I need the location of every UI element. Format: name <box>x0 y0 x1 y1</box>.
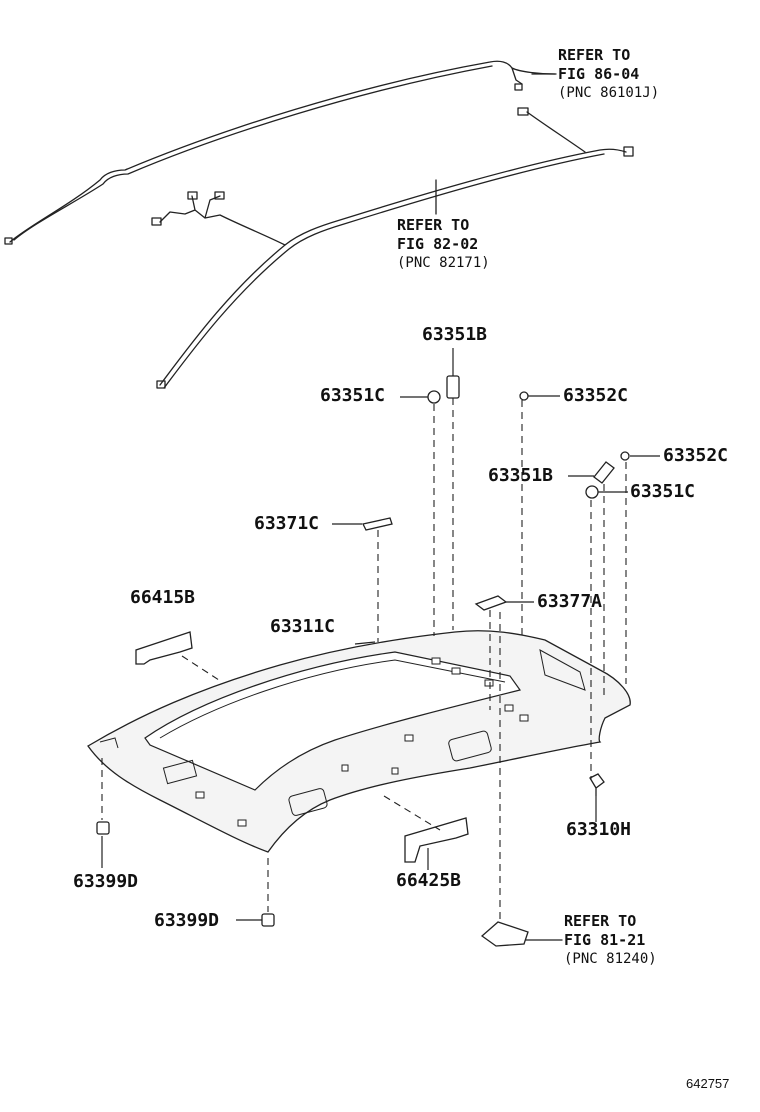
panel-clip <box>99 737 119 749</box>
part-label-63351b-right: 63351B <box>488 465 554 486</box>
ref-line: FIG 86-04 <box>558 65 640 83</box>
part-label-66425b: 66425B <box>396 870 462 891</box>
panel-recess <box>162 759 198 785</box>
wire-connector <box>514 83 523 91</box>
ref-line: REFER TO <box>397 216 470 234</box>
part-63377a-shape <box>474 595 508 611</box>
ref-line: (PNC 82171) <box>397 255 490 271</box>
part-label-63352c-mid: 63352C <box>563 385 629 406</box>
roof-wire-harness-upper-b <box>13 65 493 241</box>
part-63310h-shape <box>589 773 605 796</box>
roof-wire-harness-lower <box>159 148 627 386</box>
panel-recess <box>288 788 328 816</box>
ref-line: FIG 82-02 <box>397 235 479 253</box>
wire-connector <box>4 237 13 245</box>
sunroof-inner-edge <box>159 659 506 739</box>
part-label-63311c: 63311C <box>270 616 336 637</box>
part-63351b-right-shape <box>593 461 615 484</box>
assembly-line <box>383 795 441 831</box>
ref-line: REFER TO <box>558 46 631 64</box>
part-label-63371c: 63371C <box>254 513 320 534</box>
part-63351c-right-shape <box>585 485 599 499</box>
sunroof-opening <box>144 651 522 791</box>
part-63399d-left-shape <box>96 821 110 835</box>
ref-line: (PNC 81240) <box>564 951 657 967</box>
wire-connector <box>156 380 166 389</box>
wire-connector <box>517 107 529 116</box>
ref-line: (PNC 86101J) <box>558 85 660 101</box>
part-66415b-shape <box>135 631 193 665</box>
part-63399d-bottom-shape <box>261 913 275 927</box>
panel-cutout <box>539 649 586 691</box>
part-63371c-shape <box>362 517 393 531</box>
harness-branch-right <box>526 111 586 153</box>
wire-connector <box>623 146 634 157</box>
part-63351b-top-shape <box>446 375 460 399</box>
reference-note-fig-81-21: REFER TO FIG 81-21 (PNC 81240) <box>564 912 657 969</box>
assembly-line <box>181 655 223 683</box>
part-63351c-left-shape <box>427 390 441 404</box>
wire-connector <box>151 217 162 226</box>
part-63352c-right-shape <box>620 451 630 461</box>
figure-id: 642757 <box>686 1076 730 1091</box>
harness-branch-left <box>159 195 286 246</box>
part-66425b-shape <box>404 817 469 863</box>
part-label-63351c-right: 63351C <box>630 481 696 502</box>
part-63352c-mid-shape <box>519 391 529 401</box>
dome-lamp-shape <box>480 921 529 947</box>
part-label-66415b: 66415B <box>130 587 196 608</box>
part-label-63351b-top: 63351B <box>422 324 488 345</box>
ref-line: FIG 81-21 <box>564 931 646 949</box>
part-label-63351c-left: 63351C <box>320 385 386 406</box>
part-label-63377a: 63377A <box>537 591 603 612</box>
reference-note-fig-86-04: REFER TO FIG 86-04 (PNC 86101J) <box>558 46 659 103</box>
part-label-63399d-bottom: 63399D <box>154 910 220 931</box>
roof-wire-harness-upper <box>9 60 513 243</box>
roof-wire-harness-lower-b <box>163 153 605 389</box>
part-label-63310h: 63310H <box>566 819 632 840</box>
part-label-63352c-right: 63352C <box>663 445 729 466</box>
wire-connector <box>214 191 225 200</box>
part-label-63399d-left: 63399D <box>73 871 139 892</box>
panel-recess <box>448 730 492 762</box>
roof-wire-branch <box>511 67 556 85</box>
wire-connector <box>187 191 198 200</box>
reference-note-fig-82-02: REFER TO FIG 82-02 (PNC 82171) <box>397 216 490 273</box>
ref-line: REFER TO <box>564 912 637 930</box>
